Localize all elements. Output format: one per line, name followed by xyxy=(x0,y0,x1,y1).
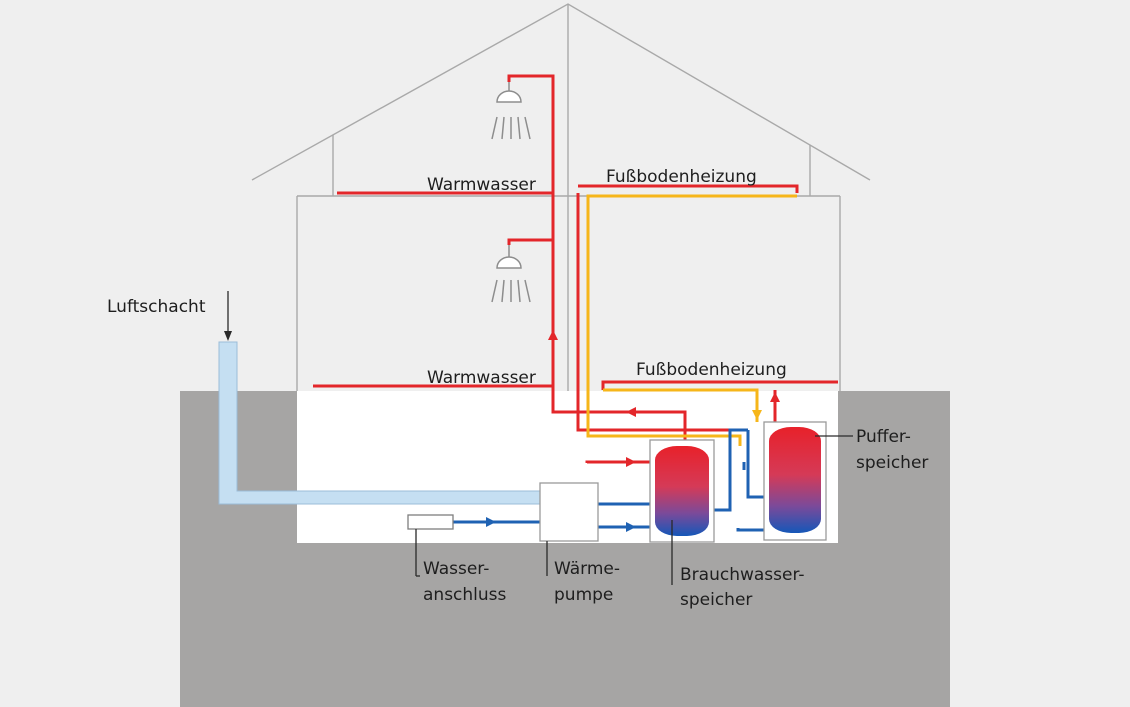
water-connection xyxy=(407,514,454,530)
arrow-up-icon xyxy=(770,392,780,402)
cold-water-pipes xyxy=(453,428,766,532)
buffer-tank xyxy=(763,421,827,541)
label-fussbodenheizung-upper: Fußbodenheizung xyxy=(606,167,757,187)
arrow-right-icon xyxy=(486,517,496,527)
label-warmwasser-lower: Warmwasser xyxy=(427,368,536,388)
shower-icon xyxy=(491,245,531,303)
label-pufferspeicher-2: speicher xyxy=(856,453,928,473)
domestic-hot-water-tank xyxy=(649,439,715,543)
label-wasseranschluss-1: Wasser- xyxy=(423,559,489,579)
arrow-down-icon xyxy=(752,410,762,420)
label-waermepumpe-2: pumpe xyxy=(554,585,613,605)
arrow-left-icon xyxy=(626,407,636,417)
heat-pump xyxy=(539,482,599,542)
label-brauchwasserspeicher-2: speicher xyxy=(680,590,752,610)
label-fussbodenheizung-lower: Fußbodenheizung xyxy=(636,360,787,380)
arrow-right-icon xyxy=(626,457,636,467)
leader-lines xyxy=(224,291,853,585)
label-brauchwasserspeicher-1: Brauchwasser- xyxy=(680,565,805,585)
label-luftschacht: Luftschacht xyxy=(107,297,206,317)
arrow-up-icon xyxy=(548,330,558,340)
flow-arrows xyxy=(486,330,780,532)
arrow-right-icon xyxy=(626,522,636,532)
shower-icon xyxy=(491,82,531,140)
label-wasseranschluss-2: anschluss xyxy=(423,585,507,605)
arrow-down-icon xyxy=(224,331,232,341)
label-warmwasser-upper: Warmwasser xyxy=(427,175,536,195)
label-pufferspeicher-1: Puffer- xyxy=(856,427,911,447)
label-waermepumpe-1: Wärme- xyxy=(554,559,620,579)
